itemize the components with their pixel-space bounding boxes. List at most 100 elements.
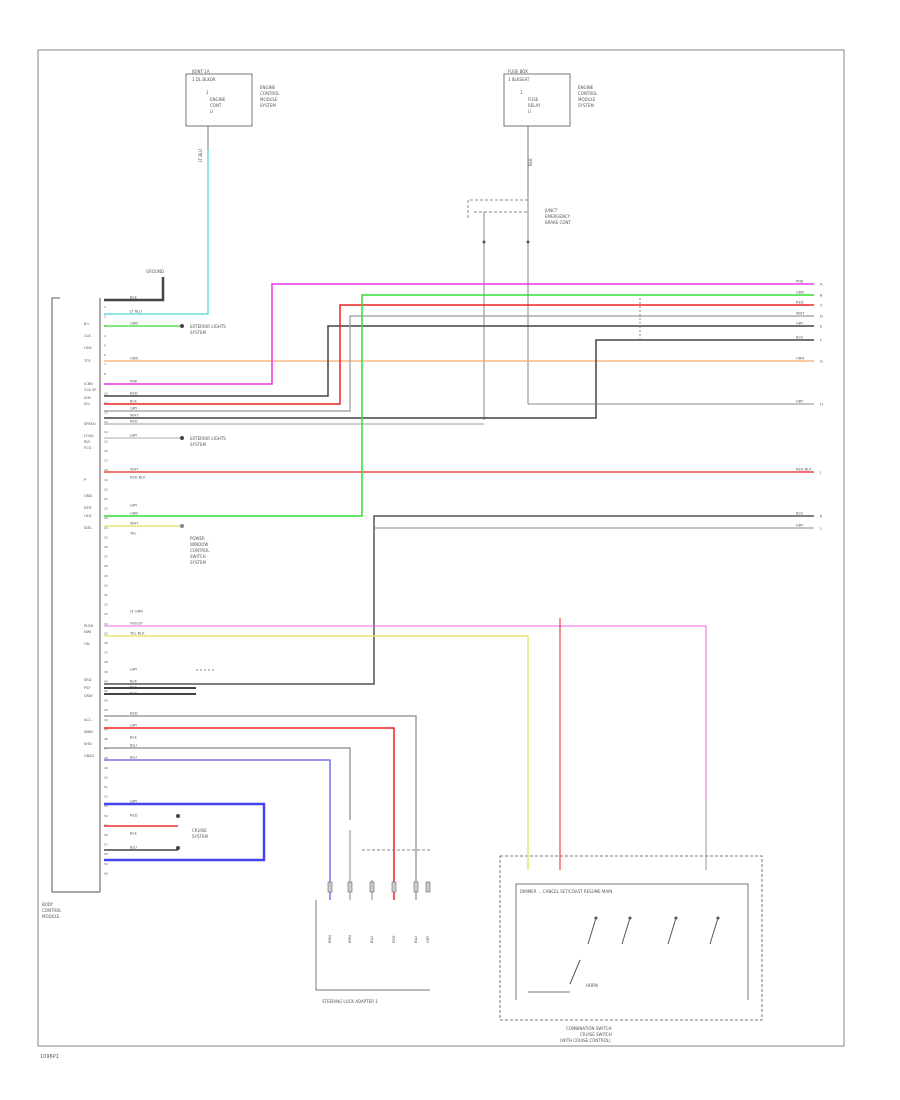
- module-pin-number: 53: [104, 804, 108, 808]
- wire-violet: [104, 625, 707, 800]
- left-wire-label: ORN: [130, 357, 138, 361]
- power-note-3: SWITCH: [190, 554, 206, 559]
- relay-note-2: BRAKE CONT: [545, 220, 571, 225]
- adapter-pin-label: BRN: [348, 935, 352, 943]
- adapter-pin-terminal: [391, 881, 397, 893]
- adapter-pin-label: BLU: [370, 936, 374, 943]
- module-pin-number: 48: [104, 756, 108, 760]
- top-left-side-3: SYSTEM: [260, 103, 276, 108]
- module-pin-number: 14: [104, 430, 108, 434]
- left-wire-label: GRN: [130, 322, 138, 326]
- module-pin-name: PSF: [84, 686, 91, 690]
- switch-contact-node: [674, 916, 678, 920]
- module-pin-number: 34: [104, 622, 108, 626]
- module-pin-name: IDEL: [84, 526, 92, 530]
- combination-switch: DIMMER ... CANCEL SET/COAST RESUME MAIN …: [499, 800, 763, 1043]
- module-pin-name: RLY: [84, 440, 91, 444]
- wire-to-adapter-1: [104, 715, 417, 900]
- left-wire-label: WHT: [130, 414, 139, 418]
- module-pin-number: 5: [104, 343, 106, 347]
- module-pin-number: 25: [104, 535, 108, 539]
- adapter-pin-terminal: [425, 881, 431, 893]
- wires-lower: [104, 618, 707, 900]
- relay-note-0: JUNCT: [544, 208, 558, 213]
- top-right-connector-header: FUSE BOX: [508, 69, 528, 74]
- lower-wire-label: GRY: [130, 724, 138, 728]
- right-wire-label: BLK: [796, 512, 803, 516]
- module-pin-number: 60: [104, 871, 108, 875]
- module-pin-name: ICBN: [84, 382, 93, 386]
- lower-wire-label: GRY: [130, 800, 138, 804]
- right-pin-letter: L: [820, 527, 822, 531]
- module-pin-number: 8: [104, 372, 106, 376]
- left-wire-label: WHT: [130, 468, 139, 472]
- power-note-0: POWER: [190, 536, 205, 541]
- switch-contact: [667, 917, 677, 945]
- adapter-pin-label: BRN: [328, 935, 332, 943]
- right-pin-letter: C: [820, 304, 823, 308]
- module-pin-name: B+: [84, 322, 89, 326]
- module-pin-name: IG1: [84, 402, 90, 406]
- top-left-side-2: MODULE: [260, 97, 278, 102]
- module-pin-number: 29: [104, 574, 108, 578]
- left-wire-label: GRY: [130, 504, 138, 508]
- right-wire-label: GRY: [796, 524, 804, 528]
- module-pin-number: 18: [104, 468, 108, 472]
- module-pin-name: SPEED: [84, 422, 96, 426]
- adapter-pin-terminal: [369, 881, 375, 893]
- module-pin-name: LOCK: [84, 434, 94, 438]
- top-left-wire-label: LT BLU: [198, 149, 203, 162]
- module-pin-number: 38: [104, 660, 108, 664]
- module-pin-name: GND: [84, 494, 92, 498]
- module-pin-name: DSW: [84, 694, 93, 698]
- wire-red-1: [104, 304, 814, 405]
- lower-wire-label: GRY: [130, 668, 138, 672]
- top-right-side-0: ENGINE: [578, 85, 594, 90]
- diagram-frame: [37, 49, 845, 1047]
- module-pin-number: 16: [104, 449, 108, 453]
- power-note-1: WINDOW: [190, 542, 208, 547]
- switch-contact-node: [716, 916, 720, 920]
- module-pin-number: 41: [104, 689, 108, 693]
- lower-wire-label: RED: [130, 712, 138, 716]
- switch-contacts: [569, 916, 720, 985]
- lower-wire-label: RED: [130, 814, 138, 818]
- module-name-0: BODY: [42, 902, 54, 907]
- diagram-code: 1096P1: [40, 1054, 59, 1060]
- lower-wire-label: BLU: [130, 846, 137, 850]
- wire-dark-2: [104, 339, 814, 419]
- lower-wire-label: LT GRN: [130, 610, 143, 614]
- ground-label: GROUND: [146, 269, 164, 274]
- top-right-wire-label: BLK: [528, 158, 533, 166]
- module-pin-number: 11: [104, 401, 108, 405]
- module-pin-number: 28: [104, 564, 108, 568]
- adapter-pin-terminal: [413, 881, 419, 893]
- module-pin-number: 10: [104, 391, 108, 395]
- module-pin-name: FCU: [84, 446, 92, 450]
- wire-to-adapter-2: [104, 727, 395, 900]
- right-pin-letter: H: [820, 403, 823, 407]
- lower-wire-label: BLU: [130, 744, 137, 748]
- module-pin-number: 40: [104, 679, 108, 683]
- lower-wire-label: BLU: [130, 756, 137, 760]
- right-pin-letter: J: [819, 471, 821, 475]
- right-wire-label: ORN: [796, 357, 804, 361]
- module-pin-number: 30: [104, 583, 108, 587]
- module-pin-number: 36: [104, 641, 108, 645]
- module-pin-number: 20: [104, 487, 108, 491]
- module-pin-name: SRD: [84, 678, 92, 682]
- cruise-note-0: CRUISE: [192, 828, 207, 833]
- combination-switch-header: DIMMER ... CANCEL SET/COAST RESUME MAIN: [520, 889, 612, 894]
- module-pin-numbers: 1234567891011121314151617181920212223242…: [104, 305, 108, 875]
- right-pin-letter: A: [820, 283, 823, 287]
- module-pin-name: IGN: [84, 396, 91, 400]
- module-name-1: CONTROL: [42, 908, 62, 913]
- module-pin-number: 46: [104, 737, 108, 741]
- module-pin-name: ACC: [84, 718, 92, 722]
- lower-wire-label: BLK: [130, 736, 137, 740]
